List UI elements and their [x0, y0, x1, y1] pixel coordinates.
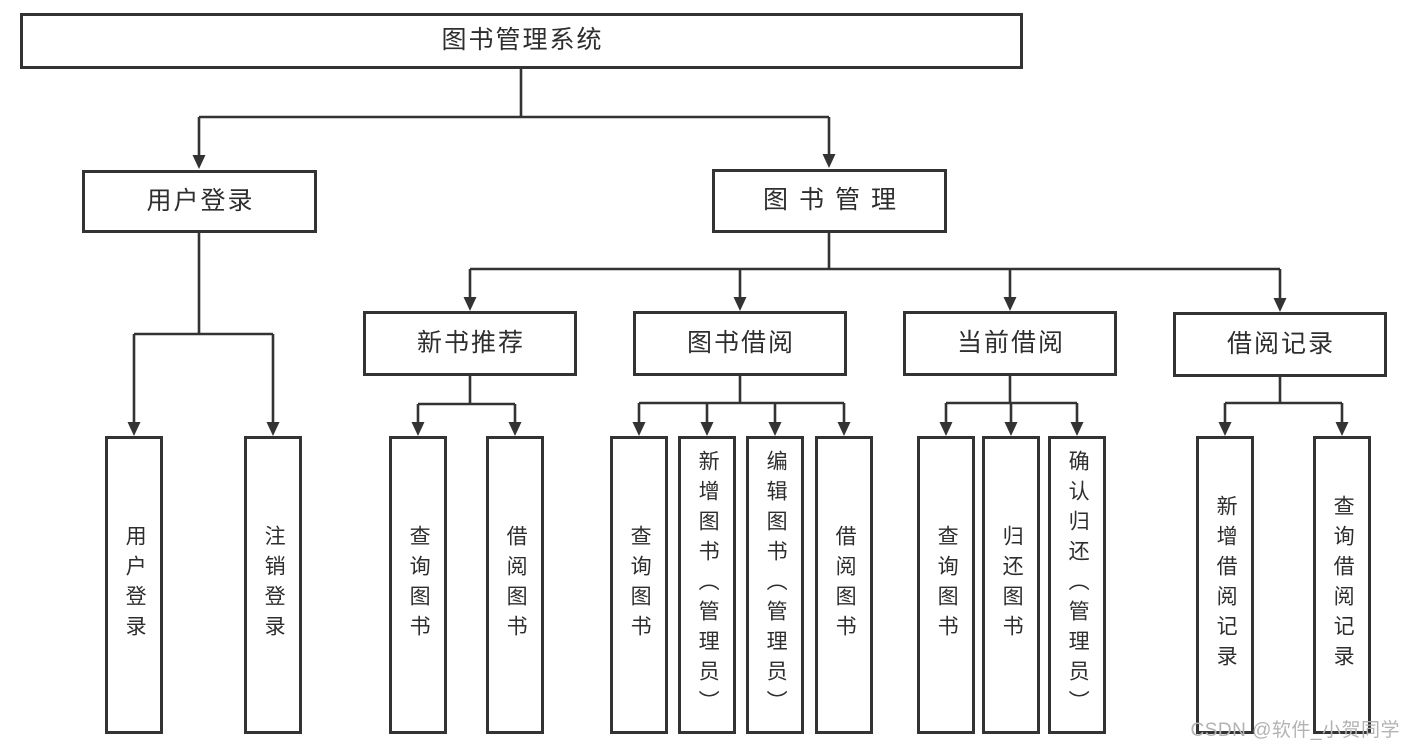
- leaf-query-books-borrowing: 查询图书: [610, 436, 668, 734]
- node-borrowing-records: 借阅记录: [1173, 312, 1387, 377]
- leaf-user-login: 用户登录: [105, 436, 163, 734]
- connector-borrowing-records-children: [1218, 377, 1349, 436]
- connector-user-login-children: [127, 233, 280, 436]
- connector-root-to-level2: [192, 69, 836, 169]
- connector-book-management-children: [463, 233, 1287, 312]
- leaf-add-book-admin: 新增图书（管理员）: [678, 436, 736, 734]
- node-book-borrowing: 图书借阅: [633, 311, 847, 376]
- leaf-add-borrow-record: 新增借阅记录: [1196, 436, 1254, 734]
- node-book-management: 图书管理: [712, 169, 947, 233]
- node-library-management-system: 图书管理系统: [20, 13, 1023, 69]
- node-new-book-recommend: 新书推荐: [363, 311, 577, 376]
- watermark: CSDN @软件_小贺同学: [1190, 720, 1400, 741]
- leaf-edit-book-admin: 编辑图书（管理员）: [746, 436, 804, 734]
- leaf-query-books-current: 查询图书: [917, 436, 975, 734]
- node-current-borrowing: 当前借阅: [903, 311, 1117, 376]
- connector-current-borrowing-children: [939, 376, 1084, 436]
- leaf-confirm-return-admin: 确认归还（管理员）: [1048, 436, 1106, 734]
- leaf-query-books-recommend: 查询图书: [389, 436, 447, 734]
- connector-new-book-recommend-children: [411, 376, 522, 436]
- leaf-logout: 注销登录: [244, 436, 302, 734]
- leaf-query-borrow-record: 查询借阅记录: [1313, 436, 1371, 734]
- leaf-borrow-books-borrowing: 借阅图书: [815, 436, 873, 734]
- leaf-borrow-books-recommend: 借阅图书: [486, 436, 544, 734]
- leaf-return-books: 归还图书: [982, 436, 1040, 734]
- node-user-login: 用户登录: [82, 170, 317, 233]
- connector-book-borrowing-children: [632, 376, 851, 436]
